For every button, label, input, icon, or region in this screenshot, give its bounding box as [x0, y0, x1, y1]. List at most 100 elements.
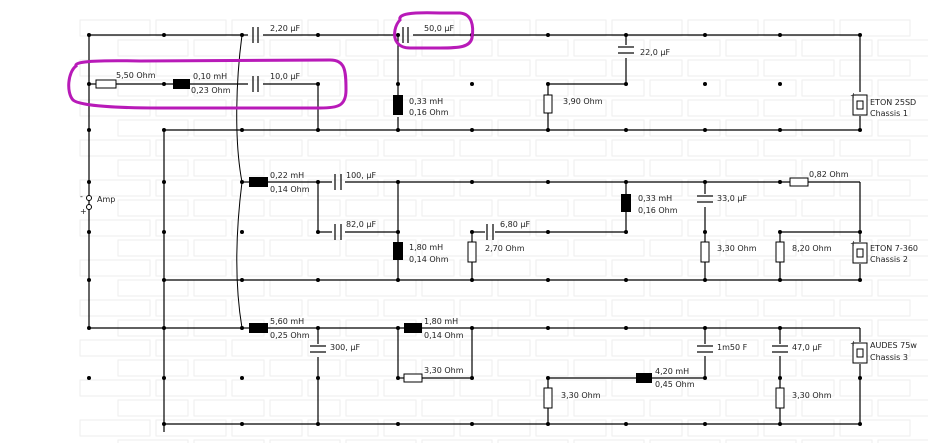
grid-block — [725, 239, 797, 257]
grid-block — [383, 259, 455, 277]
driver-2[interactable]: + ETON 7-360 Chassis 2 — [850, 239, 918, 264]
resistor-r-tw[interactable]: 3,90 Ohm — [543, 94, 603, 114]
grid-block — [611, 139, 683, 157]
resistor-r-m2[interactable]: 0,82 Ohm — [789, 170, 849, 187]
junction-dot — [396, 326, 400, 330]
grid-block — [763, 99, 835, 117]
capacitor-c-top[interactable]: 2,20 µF — [252, 24, 300, 43]
grid-block — [725, 359, 797, 377]
capacitor-c-in[interactable]: 10,0 µF — [252, 72, 300, 92]
grid-block — [155, 339, 227, 357]
grid-block — [231, 339, 303, 357]
inductor-l-m3-value: 0,33 mH — [638, 194, 672, 203]
resistor-r-b1[interactable]: 3,30 Ohm — [403, 366, 464, 383]
junction-dot — [162, 278, 166, 282]
inductor-l-b3[interactable]: 4,20 mH 0,45 Ohm — [636, 367, 695, 389]
capacitor-c-m3[interactable]: 6,80 µF — [486, 220, 530, 240]
capacitor-c-top-value: 2,20 µF — [270, 24, 300, 33]
inductor-l-m2-dcr: 0,14 Ohm — [409, 255, 449, 264]
inductor-l-b1[interactable]: 5,60 mH 0,25 Ohm — [249, 317, 310, 340]
grid-block — [497, 39, 569, 57]
junction-dot — [624, 278, 628, 282]
capacitor-c-hi[interactable]: 50,0 µF — [402, 24, 454, 43]
capacitor-c-m4[interactable]: 33,0 µF — [697, 194, 747, 203]
junction-dot — [396, 82, 400, 86]
driver-3[interactable]: + AUDES 75w Chassis 3 — [850, 339, 917, 364]
capacitor-c-b2[interactable]: 1m50 F — [697, 343, 748, 353]
resistor-r-m4[interactable]: 8,20 Ohm — [775, 241, 832, 263]
junction-dot — [240, 278, 244, 282]
inductor-l-in[interactable]: 0,10 mH 0,23 Ohm — [173, 72, 231, 95]
inductor-l-tw[interactable]: 0,33 mH 0,16 Ohm — [393, 95, 449, 117]
capacitor-c-b2-value: 1m50 F — [717, 343, 748, 352]
capacitor-c-m2[interactable]: 82,0 µF — [334, 220, 376, 240]
junction-dot — [703, 326, 707, 330]
grid-block — [763, 419, 835, 437]
junction-dot — [778, 422, 782, 426]
inductor-l-b2[interactable]: 1,80 mH 0,14 Ohm — [404, 317, 464, 340]
junction-dot — [624, 230, 628, 234]
grid-block — [497, 399, 569, 417]
junction-dot — [546, 422, 550, 426]
junction-dot — [240, 180, 244, 184]
grid-block — [535, 379, 607, 397]
capacitor-c-m1[interactable]: 100, µF — [334, 171, 376, 190]
grid-block — [877, 199, 928, 217]
grid-block — [79, 379, 151, 397]
driver-1-chassis: Chassis 1 — [870, 109, 908, 118]
grid-block — [573, 119, 645, 137]
grid-block — [117, 239, 189, 257]
resistor-r-b3[interactable]: 3,30 Ohm — [775, 387, 832, 409]
junction-dot — [546, 180, 550, 184]
grid-block — [459, 19, 531, 37]
grid-block — [231, 139, 303, 157]
junction-dot — [240, 230, 244, 234]
inductor-l-m2[interactable]: 1,80 mH 0,14 Ohm — [393, 242, 449, 264]
grid-block — [117, 439, 189, 443]
grid-block — [611, 419, 683, 437]
grid-block — [877, 439, 928, 443]
grid-block — [459, 219, 531, 237]
resistor-r-tw-value: 3,90 Ohm — [563, 97, 603, 106]
inductor-l-b2-dcr: 0,14 Ohm — [424, 331, 464, 340]
junction-dot — [316, 278, 320, 282]
grid-block — [307, 219, 379, 237]
grid-block — [649, 279, 721, 297]
grid-block — [611, 219, 683, 237]
grid-block — [79, 179, 151, 197]
resistor-r-m1[interactable]: 2,70 Ohm — [467, 241, 525, 263]
grid-block — [611, 339, 683, 357]
grid-block — [383, 179, 455, 197]
resistor-r-b2[interactable]: 3,30 Ohm — [543, 387, 601, 409]
junction-dot — [316, 33, 320, 37]
grid-block — [155, 259, 227, 277]
grid-block — [269, 279, 341, 297]
junction-dot — [316, 376, 320, 380]
amp-source[interactable]: - + Amp — [80, 192, 115, 216]
capacitor-c-b1[interactable]: 300, µF — [310, 343, 360, 353]
grid-block — [345, 399, 417, 417]
grid-block — [497, 439, 569, 443]
grid-block — [535, 99, 607, 117]
resistor-r-in[interactable]: 5,50 Ohm — [95, 71, 156, 89]
capacitor-c-in-value: 10,0 µF — [270, 72, 300, 81]
junction-dot — [87, 180, 91, 184]
grid-block — [193, 159, 265, 177]
resistor-r-m3[interactable]: 3,30 Ohm — [700, 241, 757, 263]
resistor-r-in-value: 5,50 Ohm — [116, 71, 156, 80]
grid-block — [839, 179, 911, 197]
inductor-l-m1[interactable]: 0,22 mH 0,14 Ohm — [249, 171, 310, 194]
grid-block — [573, 399, 645, 417]
driver-1[interactable]: + ETON 25SD Chassis 1 — [850, 91, 916, 118]
capacitor-c-b3[interactable]: 47,0 µF — [772, 343, 822, 353]
grid-block — [155, 419, 227, 437]
inductor-l-m3[interactable]: 0,33 mH 0,16 Ohm — [621, 194, 678, 215]
inductor-l-m3-dcr: 0,16 Ohm — [638, 206, 678, 215]
capacitor-c-tw[interactable]: 22,0 µF — [618, 46, 670, 57]
grid-block — [383, 59, 455, 77]
junction-dot — [470, 128, 474, 132]
grid-block — [877, 79, 928, 97]
driver-2-plus: + — [850, 239, 857, 248]
grid-block — [725, 159, 797, 177]
grid-block — [117, 159, 189, 177]
